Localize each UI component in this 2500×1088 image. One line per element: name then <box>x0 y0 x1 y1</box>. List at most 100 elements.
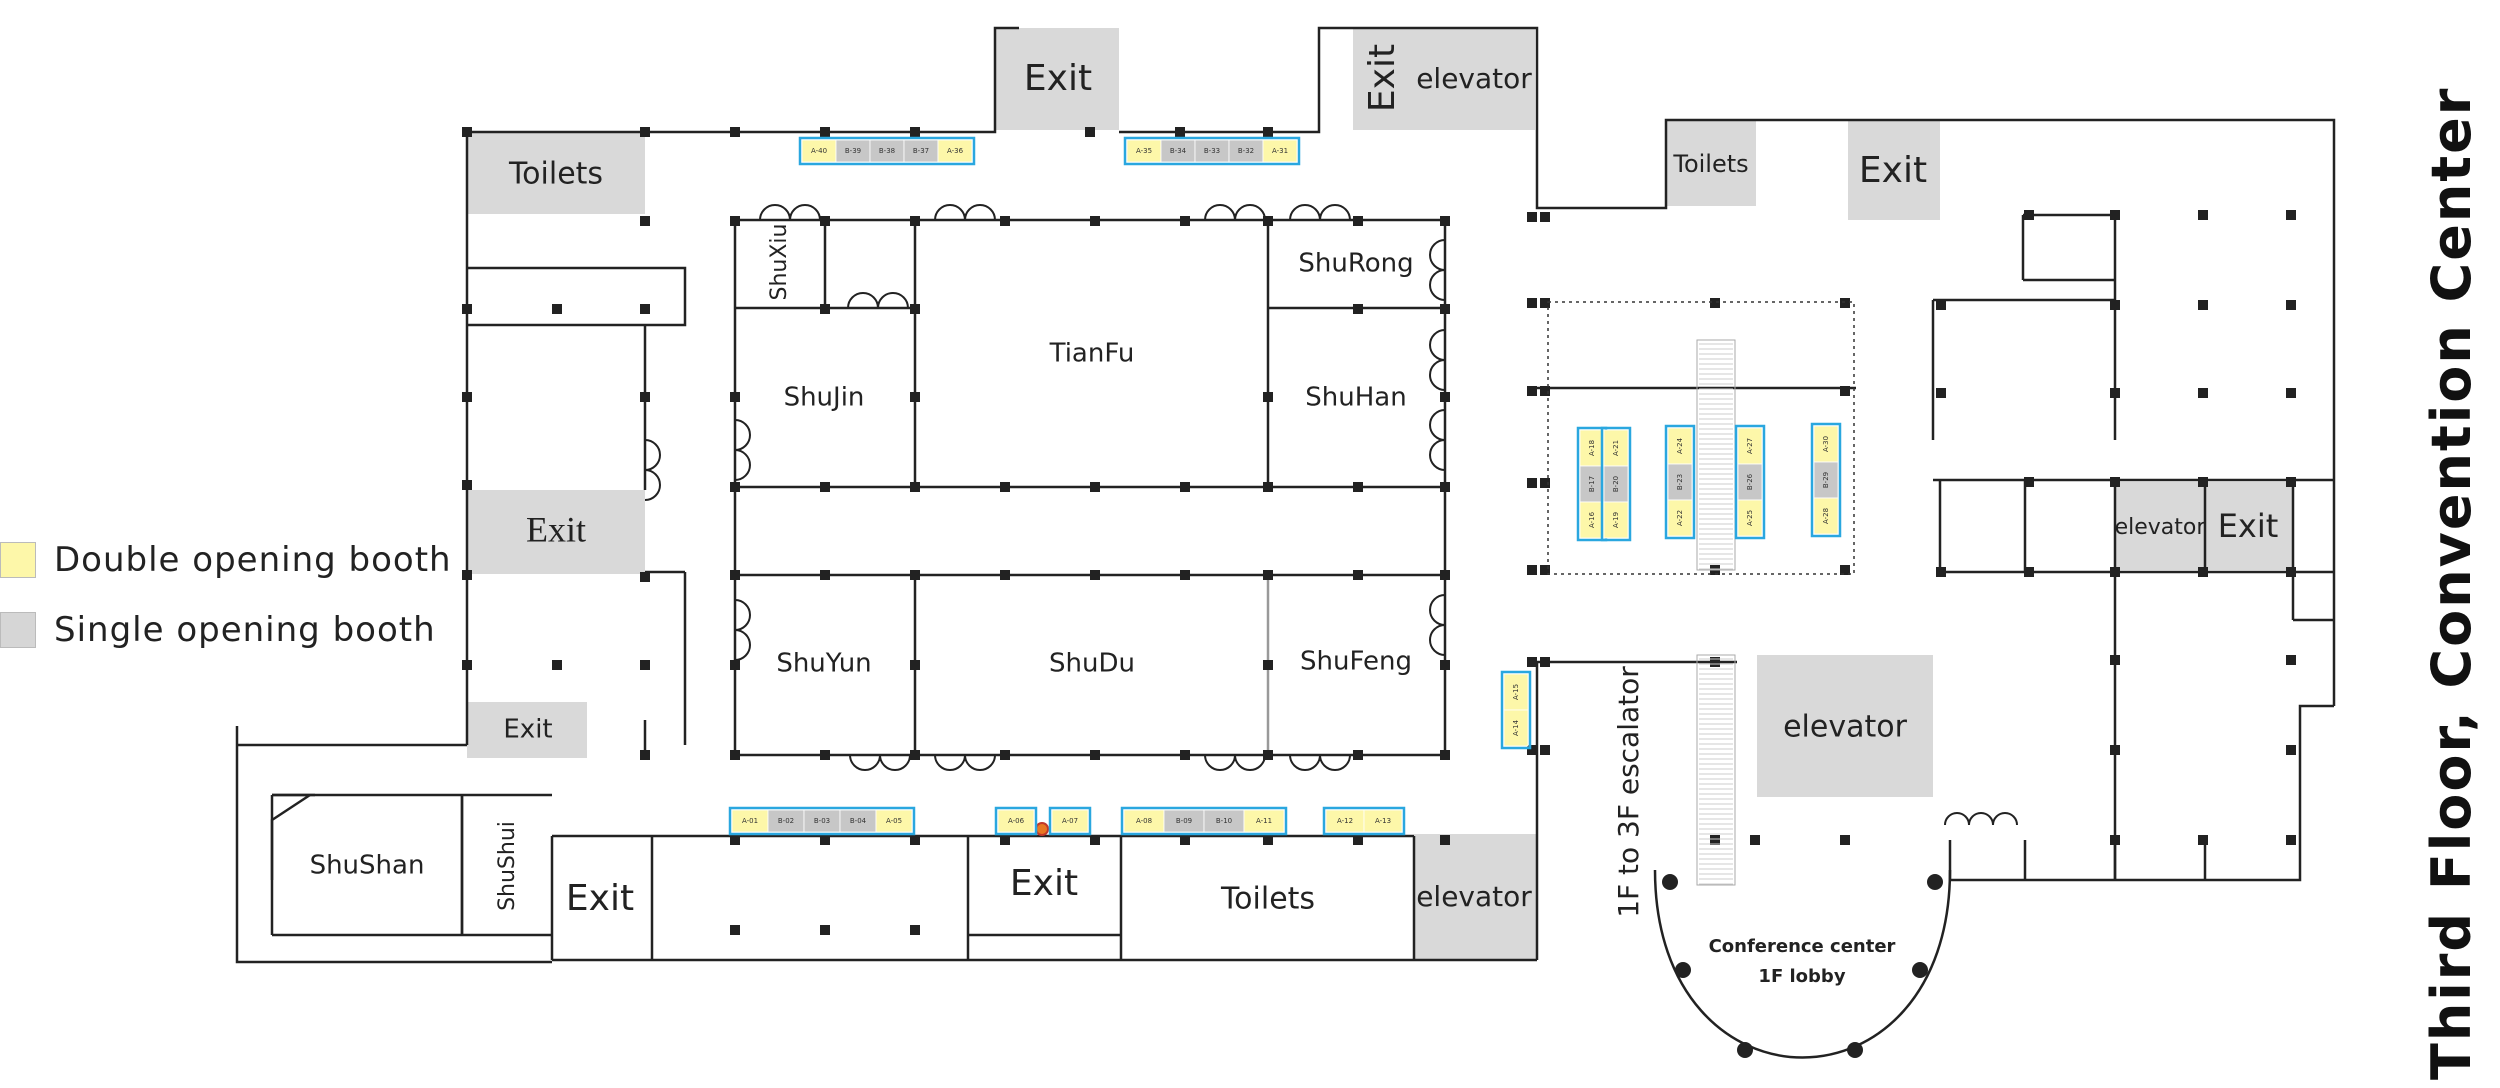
lobby-label-line1: Conference center <box>1709 936 1896 957</box>
booth-a-25[interactable] <box>1737 499 1763 537</box>
booth-a-28[interactable] <box>1813 497 1839 535</box>
booth-a-05[interactable] <box>875 809 913 833</box>
booth-group-outline <box>1810 422 1842 538</box>
booth-label: A-08 <box>1136 817 1152 825</box>
escalator-graphics <box>1696 339 1736 886</box>
booth-b-29[interactable] <box>1813 461 1839 499</box>
booth-label: A-15 <box>1512 684 1520 700</box>
booth-label: B-34 <box>1170 147 1187 155</box>
booth-label: A-22 <box>1676 510 1684 526</box>
booth-label: B-23 <box>1676 474 1684 490</box>
booth-b-20[interactable] <box>1603 465 1629 503</box>
legend-item-single: Single opening booth <box>0 595 452 665</box>
booth-label: B-04 <box>850 817 867 825</box>
booth-group-outline <box>728 806 916 836</box>
exit-label-bottom-center: Exit <box>1010 863 1078 904</box>
columns <box>462 127 2296 935</box>
exit-label-bottom-left: Exit <box>566 878 634 919</box>
booth-a-22[interactable] <box>1667 499 1693 537</box>
elevator-label-center: elevator <box>1783 710 1908 745</box>
booth-group-outline <box>798 136 976 166</box>
booth-label: A-06 <box>1008 817 1025 825</box>
booth-label: B-09 <box>1176 817 1192 825</box>
booth-label: A-30 <box>1822 436 1830 452</box>
legend-label-single: Single opening booth <box>54 610 436 650</box>
booth-b-17[interactable] <box>1579 465 1605 503</box>
booth-label: A-40 <box>811 147 827 155</box>
booth-a-24[interactable] <box>1667 427 1693 465</box>
booth-a-27[interactable] <box>1737 427 1763 465</box>
map-title: Third Floor, Convention Center <box>2420 86 2483 1080</box>
booth-label: A-16 <box>1588 511 1596 528</box>
booth-group-outline <box>1120 806 1288 836</box>
booth-label: B-38 <box>879 147 895 155</box>
elevator-label-top: elevator <box>1416 62 1532 95</box>
booth-label: A-01 <box>742 817 758 825</box>
booth-group-outline <box>1123 136 1301 166</box>
booth-label: A-19 <box>1612 512 1620 528</box>
room-shurong: ShuRong <box>1298 249 1413 279</box>
toilets-label-bottom: Toilets <box>1220 882 1315 917</box>
booth-label: B-03 <box>814 817 830 825</box>
room-shujin: ShuJin <box>784 383 865 413</box>
elevator-label-right: elevator <box>2115 515 2207 540</box>
booth-a-15[interactable] <box>1503 673 1529 711</box>
legend-label-double: Double opening booth <box>54 540 452 580</box>
booth-a-19[interactable] <box>1603 501 1629 539</box>
lobby-columns <box>1662 874 1943 1058</box>
exit-label-right: Exit <box>2218 507 2279 545</box>
booth-label: B-39 <box>845 147 861 155</box>
room-shufeng: ShuFeng <box>1300 647 1412 677</box>
lobby-label-line2: 1F lobby <box>1758 966 1845 987</box>
legend: Double opening booth Single opening boot… <box>0 525 452 665</box>
booth-label: B-37 <box>913 147 929 155</box>
toilets-label-left: Toilets <box>508 157 603 192</box>
booth-label: B-10 <box>1216 817 1232 825</box>
legend-swatch-double <box>0 542 36 578</box>
booth-a-36[interactable] <box>937 139 973 163</box>
booth-a-21[interactable] <box>1603 429 1629 467</box>
booth-label: A-28 <box>1822 508 1830 524</box>
booth-a-07[interactable] <box>1051 809 1089 833</box>
booth-label: A-05 <box>886 817 902 825</box>
booth-group-outline <box>1664 424 1696 540</box>
booth-label: A-36 <box>947 147 964 155</box>
escalator-steps <box>1699 343 1733 885</box>
legend-swatch-single <box>0 612 36 648</box>
room-shuyun: ShuYun <box>776 649 871 679</box>
booth-label: A-12 <box>1337 817 1353 825</box>
info-marker-icon <box>1035 822 1049 836</box>
booth-a-30[interactable] <box>1813 425 1839 463</box>
booth-label: B-26 <box>1746 473 1754 490</box>
booth-label: B-02 <box>778 817 794 825</box>
room-shuhan: ShuHan <box>1305 383 1406 413</box>
booth-group-outline <box>1734 424 1766 540</box>
booth-label: A-18 <box>1588 440 1596 456</box>
booth-a-13[interactable] <box>1363 809 1403 833</box>
booth-label: B-20 <box>1612 476 1620 492</box>
legend-item-double: Double opening booth <box>0 525 452 595</box>
exit-label-left: Exit <box>526 509 586 549</box>
room-tianfu: TianFu <box>1049 339 1135 369</box>
booth-label: A-21 <box>1612 440 1620 456</box>
exit-label-top-vertical: Exit <box>1362 44 1403 112</box>
exit-label-top: Exit <box>1024 58 1092 99</box>
booth-group-outline <box>1600 426 1632 542</box>
room-shushan: ShuShan <box>310 851 425 881</box>
booth-label: A-25 <box>1746 510 1754 526</box>
booth-label: A-35 <box>1136 147 1152 155</box>
booth-a-31[interactable] <box>1262 139 1298 163</box>
booth-a-06[interactable] <box>997 809 1035 833</box>
booth-label: B-29 <box>1822 472 1830 488</box>
exit-label-lower-left: Exit <box>503 715 552 745</box>
booth-a-14[interactable] <box>1503 709 1529 747</box>
booth-label: B-17 <box>1588 476 1596 492</box>
booth-b-26[interactable] <box>1737 463 1763 501</box>
room-shudu: ShuDu <box>1049 649 1135 679</box>
lobby-outline <box>1653 869 1952 1059</box>
booth-group-outline <box>1048 806 1092 836</box>
booth-b-23[interactable] <box>1667 463 1693 501</box>
booth-label: A-13 <box>1375 817 1391 825</box>
booth-a-11[interactable] <box>1243 809 1285 833</box>
